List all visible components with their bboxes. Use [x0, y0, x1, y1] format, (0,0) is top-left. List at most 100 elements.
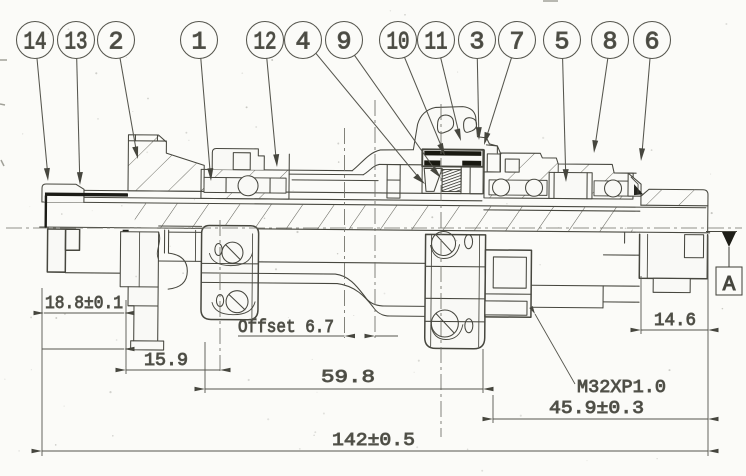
- contour-circle: [30, 316, 33, 319]
- label-text: 3: [469, 28, 484, 57]
- thread-callout: M32XP1.0: [529, 305, 666, 398]
- spoke-screw: [430, 309, 459, 338]
- contour-circle: [67, 28, 70, 31]
- contour-line: [641, 58, 651, 154]
- contour-circle: [383, 292, 386, 295]
- contour-rect: [469, 166, 484, 195]
- label-text: A: [723, 274, 736, 297]
- contour-rect: [44, 192, 128, 197]
- contour-line: [530, 284, 640, 287]
- contour-path: [207, 168, 214, 181]
- balloon-7: 7: [484, 20, 537, 145]
- contour-circle: [63, 405, 65, 407]
- contour-circle: [112, 435, 114, 437]
- contour-line: [225, 244, 241, 261]
- contour-line: [424, 265, 486, 268]
- contour-ellipse: [464, 318, 474, 334]
- contour-line: [315, 53, 420, 179]
- contour-circle: [296, 230, 299, 234]
- contour-circle: [95, 72, 98, 75]
- contour-rect: [486, 153, 501, 173]
- contour-path: [257, 272, 427, 307]
- contour-line: [435, 312, 455, 334]
- contour-circle: [539, 264, 541, 266]
- contour-line: [200, 58, 211, 174]
- left-flange-upper: [127, 134, 205, 192]
- right-locknut: [484, 249, 533, 319]
- contour-circle: [283, 20, 323, 60]
- contour-circle: [710, 212, 713, 215]
- right-end-lower: [602, 231, 709, 294]
- contour-circle: [132, 110, 134, 113]
- contour-ellipse: [464, 234, 474, 250]
- axle-left-end: [46, 228, 122, 274]
- contour-circle: [632, 20, 672, 60]
- left-flange-lower: [119, 229, 197, 351]
- balloon-11: 11: [416, 20, 461, 141]
- contour-circle: [624, 227, 627, 230]
- contour-circle: [76, 173, 78, 175]
- scan-noise: [4, 10, 728, 472]
- contour-circle: [650, 149, 653, 151]
- contour-path: [211, 147, 265, 171]
- dim-offset: Offset 6.7: [238, 318, 398, 338]
- balloon-14: 14: [15, 20, 55, 181]
- contour-path: [475, 127, 482, 140]
- contour-circle: [15, 20, 55, 60]
- contour-circle: [30, 369, 32, 371]
- contour-circle: [55, 317, 58, 319]
- contour-circle: [455, 239, 458, 242]
- contour-circle: [642, 330, 644, 332]
- datum-flag-a: A: [706, 230, 743, 298]
- contour-line: [476, 58, 480, 133]
- contour-circle: [169, 245, 171, 247]
- balloon-10: 10: [378, 20, 445, 156]
- contour-circle: [56, 20, 96, 60]
- contour-path: [362, 163, 422, 176]
- contour-circle: [416, 20, 456, 60]
- contour-rect: [46, 228, 67, 273]
- contour-line: [435, 233, 453, 253]
- contour-circle: [146, 151, 149, 154]
- label-text: 1: [191, 28, 206, 57]
- balloon-8: 8: [590, 20, 630, 153]
- label-text: 12: [254, 28, 277, 57]
- balloon-3: 3: [457, 20, 497, 140]
- bracket-hole-left: [436, 114, 455, 134]
- contour-circle: [314, 431, 317, 434]
- label-text: 142±0.5: [332, 431, 415, 451]
- contour-path: [454, 128, 461, 141]
- label-text: 13: [65, 28, 88, 57]
- contour-circle: [324, 20, 364, 60]
- contour-circle: [298, 447, 301, 450]
- bearing-ball: [492, 178, 511, 197]
- label-text: 9: [336, 28, 351, 57]
- contour-circle: [96, 20, 136, 60]
- label-text: 4: [295, 28, 310, 57]
- contour-line: [119, 57, 137, 152]
- contour-circle: [558, 227, 560, 229]
- hub-shell-middle: [288, 149, 422, 199]
- contour-circle: [135, 275, 137, 278]
- contour-line: [288, 169, 353, 172]
- contour-path: [132, 146, 139, 159]
- label-text: 14.6: [654, 311, 696, 331]
- contour-circle: [322, 412, 325, 415]
- contour-circle: [179, 20, 219, 60]
- contour-circle: [263, 217, 266, 220]
- contour-line: [228, 294, 246, 311]
- contour-line: [76, 58, 81, 178]
- contour-circle: [274, 268, 278, 271]
- balloon-2: 2: [96, 20, 139, 159]
- balloon-9: 9: [324, 20, 441, 178]
- contour-path: [167, 252, 188, 290]
- contour-circle: [586, 460, 588, 462]
- label-text: 5: [554, 28, 569, 57]
- contour-path: [562, 169, 569, 182]
- pawl-spring: [441, 168, 462, 193]
- contour-line: [404, 57, 443, 149]
- contour-circle: [725, 23, 728, 25]
- contour-circle: [121, 204, 123, 207]
- contour-path: [430, 324, 464, 340]
